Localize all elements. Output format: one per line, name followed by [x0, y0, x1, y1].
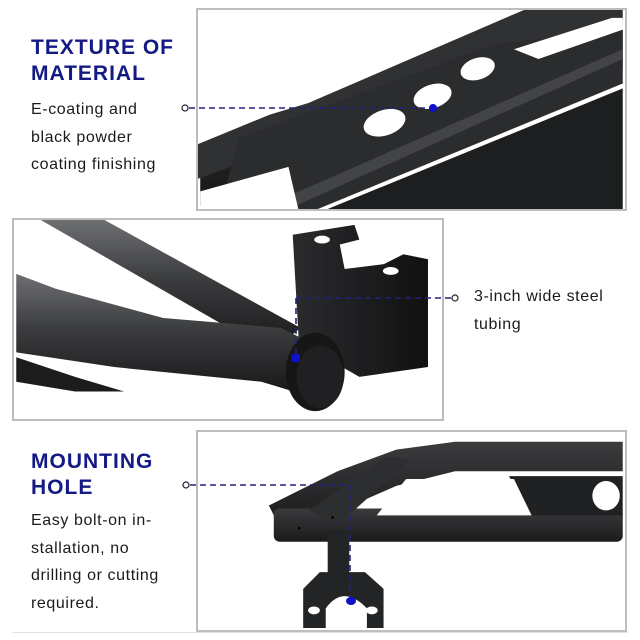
side-step-bar-image [268, 441, 623, 629]
texture-description: E-coating and black powder coating finis… [31, 96, 156, 179]
description-line: required. [31, 594, 100, 612]
description-line: drilling or cutting [31, 567, 159, 584]
tube-and-bracket-image [16, 220, 428, 412]
callout-anchor-icon [451, 294, 459, 302]
description-line: black powder [31, 128, 133, 146]
callout-anchor-icon [181, 104, 189, 112]
divider [12, 632, 628, 633]
texture-heading: TEXTURE OF MATERIAL [31, 35, 174, 87]
mounting-description: Easy bolt-on in- stallation, no drilling… [31, 507, 159, 617]
mounting-image-panel [196, 430, 627, 632]
description-line: stallation, no [31, 539, 130, 557]
description-line: Easy bolt-on in- [31, 512, 152, 529]
description-line: E-coating and [31, 101, 138, 118]
callout-anchor-icon [182, 481, 190, 489]
heading-line: MOUNTING [31, 450, 154, 473]
heading-line: MATERIAL [31, 62, 146, 85]
heading-line: HOLE [31, 476, 94, 499]
description-line: coating finishing [31, 156, 156, 173]
texture-image-panel [196, 8, 627, 211]
tubing-description: 3-inch wide steel tubing [474, 283, 603, 338]
mounting-heading: MOUNTING HOLE [31, 449, 153, 501]
description-line: 3-inch wide steel [474, 288, 604, 305]
heading-line: TEXTURE OF [31, 36, 175, 59]
tubing-image-panel [12, 218, 444, 421]
description-line: tubing [474, 315, 522, 333]
perforated-step-plate-image [198, 10, 623, 209]
